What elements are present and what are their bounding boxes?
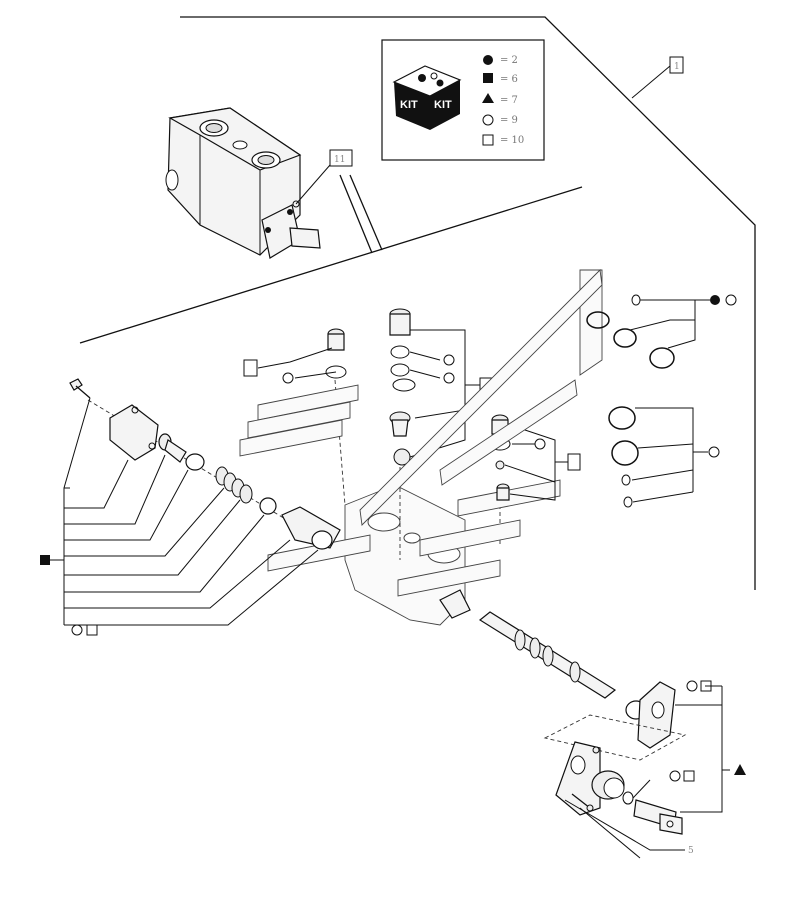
spring-seat-part	[259, 497, 277, 515]
o-ring-part	[613, 328, 637, 348]
kit-legend: KIT KIT = 2 = 6 = 7 = 9 = 10	[381, 39, 545, 161]
legend-entry-3: = 7	[500, 95, 518, 106]
filled-triangle-icon	[482, 93, 494, 103]
open-square-icon	[700, 680, 712, 692]
left-leader-lines	[40, 397, 319, 636]
right-o-rings-upper	[586, 294, 737, 369]
ghost-angled-plates	[359, 269, 603, 526]
legend-entry-5: = 10	[500, 135, 524, 146]
ball-part	[495, 460, 505, 470]
bottom-right-parts: 5	[543, 680, 746, 859]
cap-part	[591, 770, 625, 800]
o-ring-part	[649, 347, 675, 369]
open-circle-icon	[482, 114, 494, 126]
o-ring-part	[586, 311, 610, 329]
screw-part	[571, 793, 594, 812]
callout-ref-1-label: 1	[674, 62, 680, 72]
spring-part	[215, 466, 253, 504]
open-circle-icon	[686, 680, 698, 692]
plug-part	[496, 483, 510, 501]
legend-entry-4: = 9	[500, 115, 518, 126]
open-square-icon	[683, 770, 695, 782]
kit-label-right: KIT	[434, 99, 452, 111]
washer-part	[185, 453, 205, 471]
legend-entry-2: = 6	[500, 74, 518, 85]
plug-part	[158, 433, 187, 463]
filled-circle-icon	[710, 295, 720, 305]
filled-square-icon	[483, 73, 493, 83]
spool	[439, 589, 617, 699]
o-ring-part	[311, 530, 333, 550]
frame-lines	[79, 16, 756, 590]
o-ring-part	[611, 440, 639, 466]
callout-ref-1: 1	[631, 56, 684, 99]
open-circle-icon	[443, 372, 455, 384]
filled-square-icon	[40, 555, 50, 565]
open-square-icon	[482, 134, 494, 146]
filled-triangle-icon	[734, 764, 746, 775]
left-exploded-parts	[69, 378, 341, 550]
callout-ref-5-label: 5	[688, 846, 694, 856]
o-ring-part	[608, 406, 636, 430]
open-circle-icon	[71, 624, 83, 636]
kit-box-icon: KIT KIT	[392, 65, 462, 130]
sleeve-part	[389, 411, 411, 437]
small-o-ring-part	[621, 474, 631, 486]
open-circle-icon	[443, 354, 455, 366]
o-ring-part	[390, 345, 410, 359]
open-circle-icon	[708, 446, 720, 458]
plug-part	[327, 328, 345, 351]
small-o-ring-part	[622, 791, 634, 805]
bolt-part	[69, 378, 91, 399]
small-o-ring-part	[631, 294, 641, 306]
spool-end-part	[633, 799, 683, 835]
open-circle-icon	[282, 372, 294, 384]
small-o-ring-part	[623, 496, 633, 508]
callout-ref-11-label: 11	[334, 155, 345, 165]
valve-section-illustration: 11	[165, 107, 353, 259]
cap-part	[109, 404, 159, 461]
open-square-icon	[86, 624, 98, 636]
right-o-rings-lower	[608, 406, 720, 508]
legend-entry-1: = 2	[500, 55, 518, 66]
screw-part	[592, 746, 600, 754]
washer-part	[392, 378, 416, 392]
ghost-valve-body	[87, 379, 617, 699]
kit-label-left: KIT	[400, 99, 418, 111]
open-circle-icon	[669, 770, 681, 782]
filled-circle-icon	[483, 55, 493, 65]
ghost-plate-stack-left	[239, 384, 371, 572]
o-ring-part	[390, 363, 410, 377]
center-top-parts	[243, 308, 581, 501]
valve-cartridge-part	[389, 308, 411, 336]
open-circle-icon	[725, 294, 737, 306]
open-circle-icon	[534, 438, 546, 450]
